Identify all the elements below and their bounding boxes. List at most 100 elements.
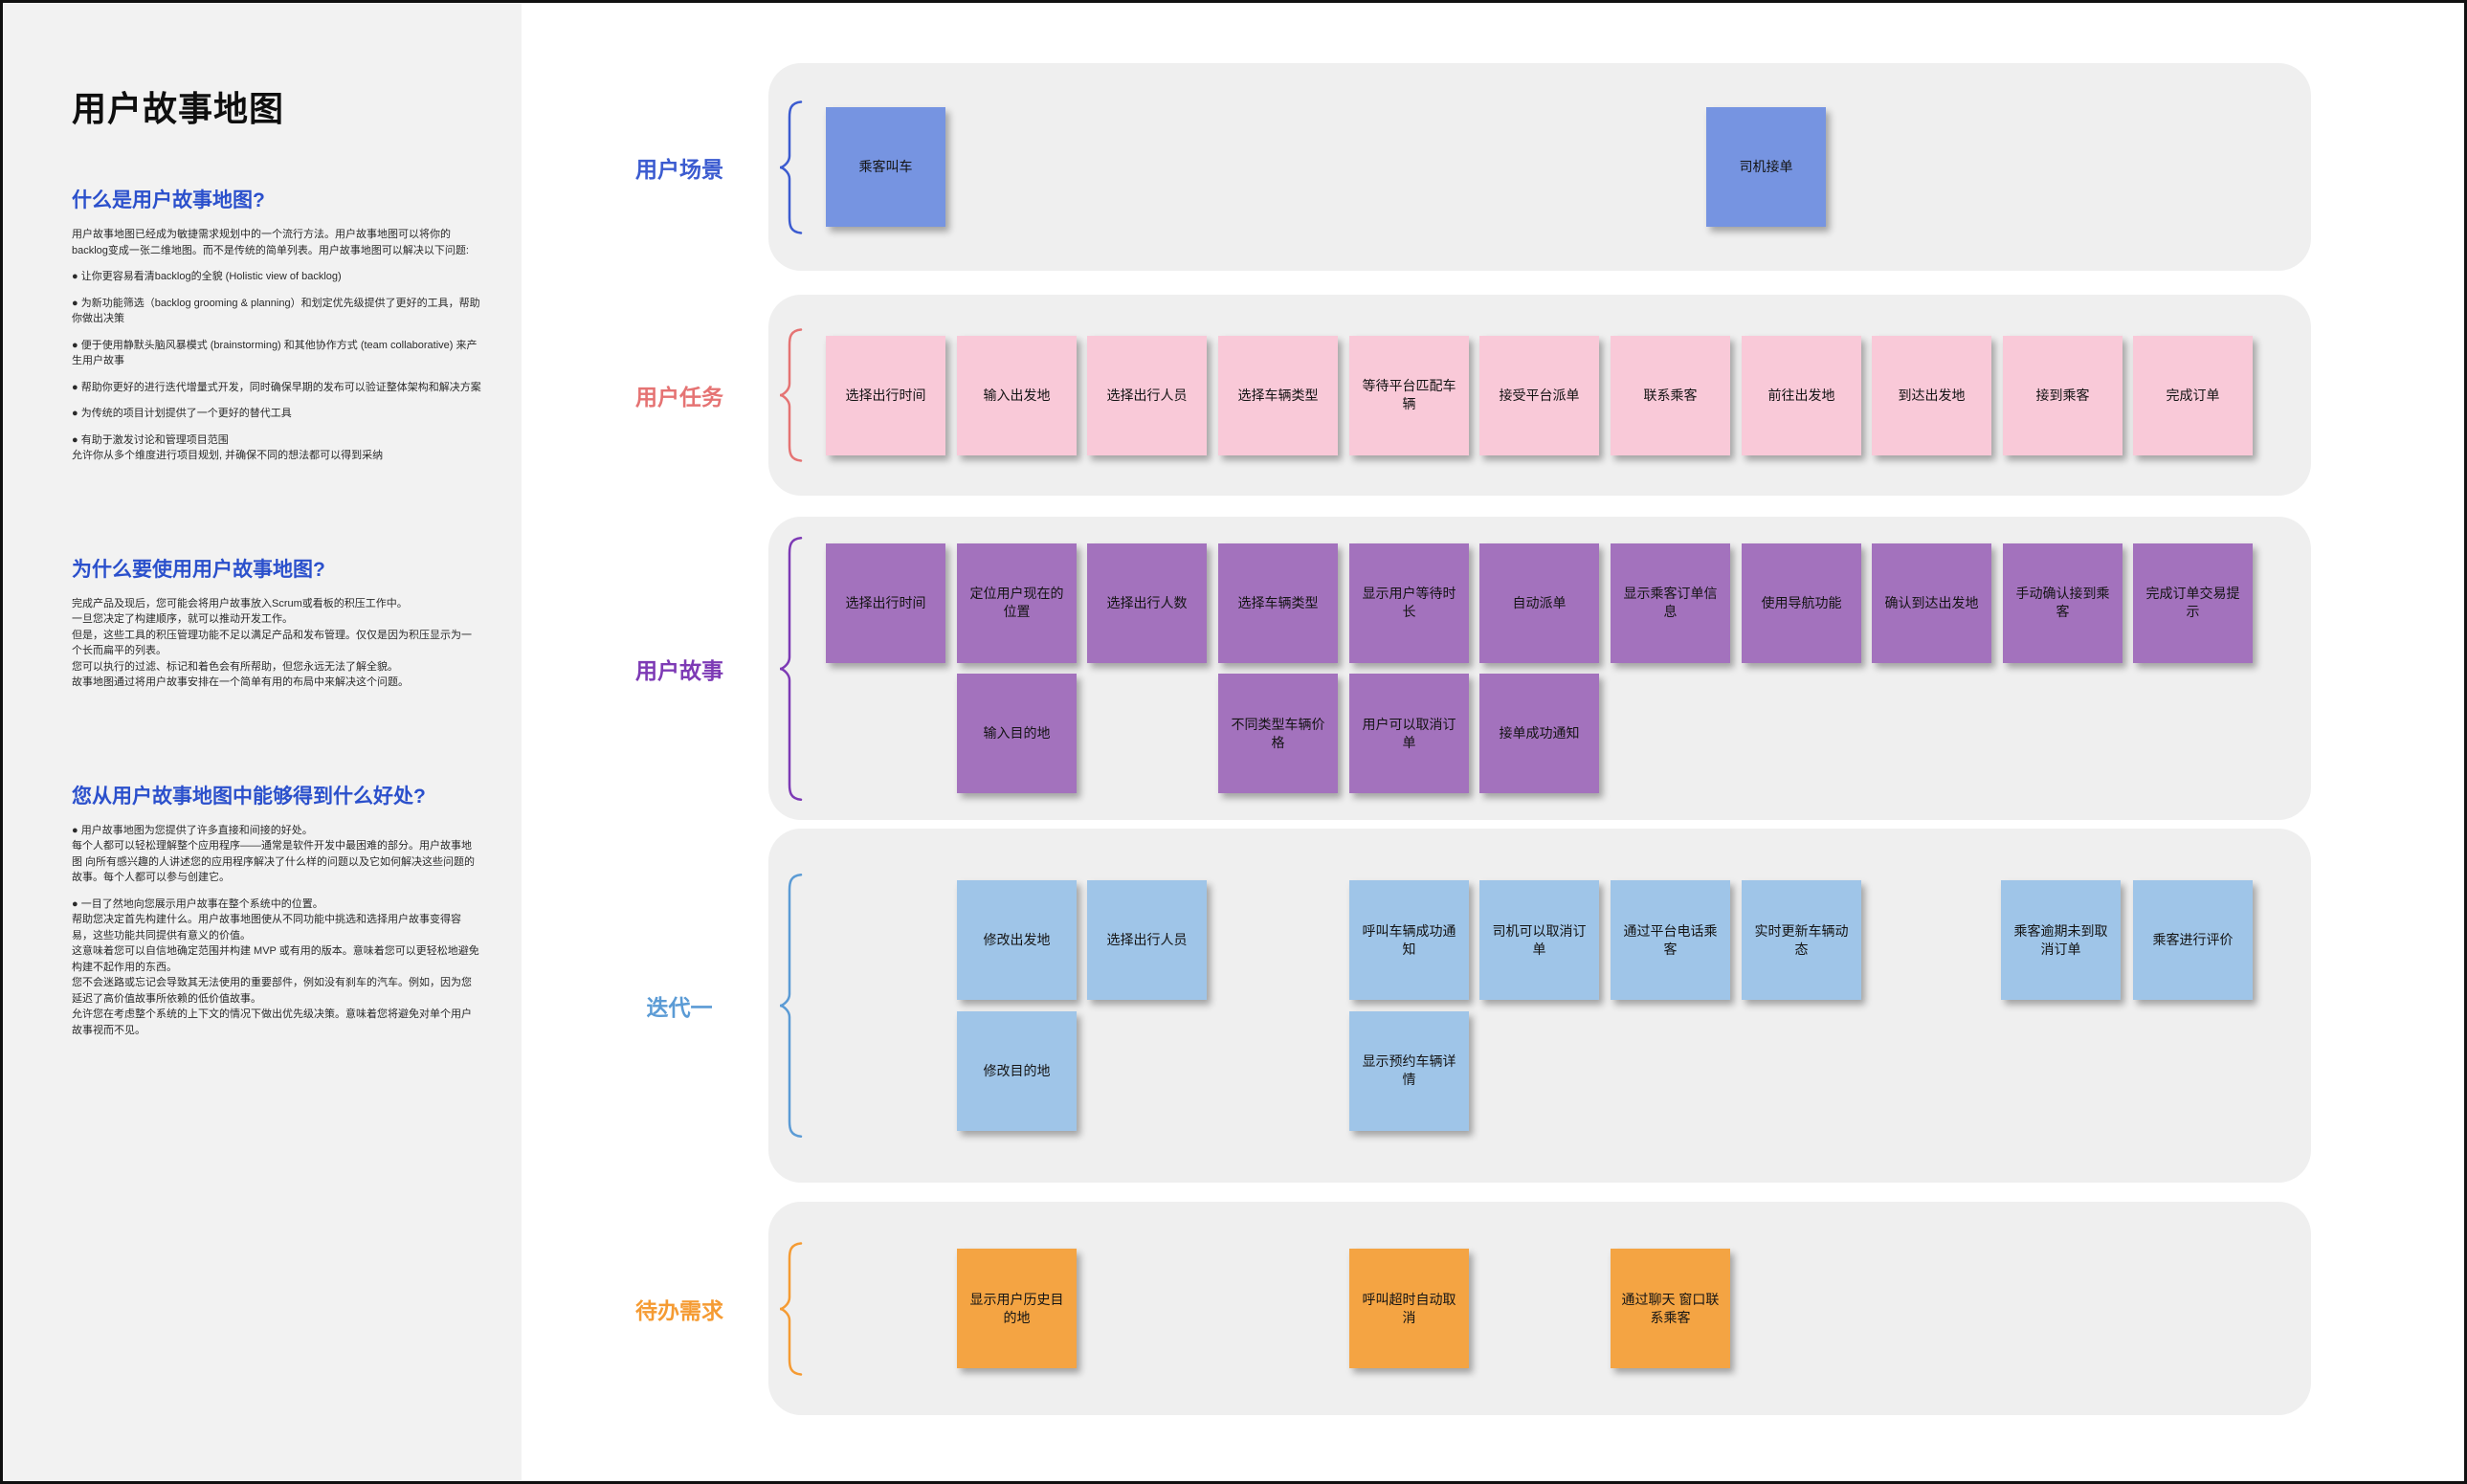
sticky-note-text: 到达出发地 [1898, 387, 1966, 403]
sticky-note[interactable]: 司机接单 [1706, 107, 1826, 227]
sticky-note-text: 选择出行人员 [1106, 387, 1188, 403]
curly-brace-tasks [779, 328, 803, 462]
sticky-note[interactable]: 选择车辆类型 [1218, 543, 1338, 663]
sticky-note[interactable]: 接到乘客 [2003, 335, 2123, 455]
sidebar-section: 为什么要使用用户故事地图? 完成产品及现后，您可能会将用户故事放入Scrum或看板… [72, 554, 481, 691]
sticky-note-text: 选择出行人员 [1106, 932, 1188, 948]
sticky-note[interactable]: 呼叫车辆成功通知 [1349, 880, 1469, 1001]
sticky-note[interactable]: 选择出行人数 [1087, 543, 1207, 663]
sticky-note[interactable]: 选择出行人员 [1087, 335, 1207, 455]
sticky-note[interactable]: 前往出发地 [1742, 335, 1861, 455]
sticky-note[interactable]: 乘客进行评价 [2133, 880, 2253, 1001]
sticky-note-text: 前往出发地 [1767, 387, 1835, 403]
sticky-note[interactable]: 自动派单 [1479, 543, 1599, 663]
row-label-scenes: 用户场景 [635, 156, 723, 182]
sticky-note-text: 显示乘客订单信息 [1623, 586, 1718, 620]
section-paragraph: ● 帮助你更好的进行迭代增量式开发，同时确保早期的发布可以验证整体架构和解决方案 [72, 381, 481, 393]
sticky-note[interactable]: 通过平台电话乘客 [1611, 880, 1730, 1001]
sticky-note[interactable]: 选择出行人员 [1087, 880, 1207, 1001]
sticky-note[interactable]: 显示乘客订单信息 [1611, 543, 1730, 663]
sticky-note-text: 完成订单交易提示 [2145, 586, 2240, 620]
section-heading: 什么是用户故事地图? [72, 189, 265, 211]
row-label-backlog: 待办需求 [635, 1297, 723, 1323]
sticky-note[interactable]: 乘客逾期未到取消订单 [2001, 880, 2121, 1001]
section-paragraph: 用户故事地图已经成为敏捷需求规划中的一个流行方法。用户故事地图可以将你的back… [72, 229, 469, 256]
sticky-note-text: 选择车辆类型 [1237, 594, 1319, 610]
section-heading: 您从用户故事地图中能够得到什么好处? [72, 785, 426, 808]
section-paragraph: ● 一目了然地向您展示用户故事在整个系统中的位置。 帮助您决定首先构建什么。用户… [72, 897, 479, 1036]
story-map-board: 用户场景乘客叫车司机接单用户任务选择出行时间输入出发地选择出行人员选择车辆类型等… [3, 3, 2464, 1481]
sticky-note-text: 接到乘客 [2035, 387, 2090, 403]
row-label-stories: 用户故事 [635, 657, 723, 683]
sticky-note-text: 不同类型车辆价格 [1231, 716, 1325, 750]
curly-brace-backlog [779, 1241, 803, 1376]
sticky-note[interactable]: 司机可以取消订单 [1479, 880, 1599, 1001]
sticky-note[interactable]: 显示用户历史目的地 [957, 1249, 1077, 1368]
sticky-note-text: 完成订单 [2166, 387, 2220, 403]
sticky-note-text: 乘客逾期未到取消订单 [2013, 922, 2108, 957]
sticky-note[interactable]: 修改目的地 [957, 1010, 1077, 1131]
sticky-note-text: 选择车辆类型 [1237, 387, 1319, 403]
sticky-note-text: 乘客进行评价 [2152, 932, 2234, 948]
sticky-note[interactable]: 选择出行时间 [826, 335, 945, 455]
sticky-note-text: 使用导航功能 [1761, 594, 1842, 610]
sidebar-section: 什么是用户故事地图? 用户故事地图已经成为敏捷需求规划中的一个流行方法。用户故事地… [72, 185, 481, 464]
row-label-iteration-1: 迭代一 [646, 995, 713, 1020]
sticky-note[interactable]: 到达出发地 [1872, 335, 1991, 455]
sticky-note-text: 选择出行人数 [1106, 594, 1188, 610]
sticky-note-text: 显示用户历史目的地 [969, 1291, 1064, 1325]
curly-brace-stories [779, 536, 803, 801]
sticky-note-text: 定位用户现在的位置 [969, 586, 1064, 620]
sticky-note[interactable]: 完成订单 [2133, 335, 2253, 455]
sticky-note[interactable]: 联系乘客 [1611, 335, 1730, 455]
sticky-note-text: 接受平台派单 [1499, 387, 1580, 403]
sticky-note[interactable]: 输入出发地 [957, 335, 1077, 455]
curly-brace-scenes [779, 100, 803, 234]
sticky-note-text: 手动确认接到乘客 [2015, 586, 2110, 620]
sticky-note[interactable]: 选择出行时间 [826, 543, 945, 663]
sticky-note[interactable]: 完成订单交易提示 [2133, 543, 2253, 663]
sticky-note-text: 等待平台匹配车辆 [1362, 378, 1456, 411]
section-paragraph: 完成产品及现后，您可能会将用户故事放入Scrum或看板的积压工作中。 一旦您决定… [72, 597, 472, 689]
sticky-note-text: 选择出行时间 [845, 387, 926, 403]
sticky-note[interactable]: 乘客叫车 [826, 107, 945, 227]
sticky-note[interactable]: 手动确认接到乘客 [2003, 543, 2123, 663]
row-label-tasks: 用户任务 [635, 385, 723, 410]
sticky-note[interactable]: 实时更新车辆动态 [1742, 880, 1861, 1001]
sticky-note[interactable]: 等待平台匹配车辆 [1349, 335, 1469, 455]
sticky-note-text: 显示预约车辆详情 [1362, 1053, 1456, 1088]
sticky-note-text: 显示用户等待时长 [1362, 586, 1456, 620]
sidebar-section: 您从用户故事地图中能够得到什么好处? ● 用户故事地图为您提供了许多直接和间接的好… [72, 781, 481, 1039]
sticky-note[interactable]: 接受平台派单 [1479, 335, 1599, 455]
sticky-note-text: 用户可以取消订单 [1362, 716, 1456, 750]
sticky-note[interactable]: 用户可以取消订单 [1349, 674, 1469, 794]
sticky-note-text: 实时更新车辆动态 [1754, 922, 1849, 957]
section-paragraph: ● 让你更容易看清backlog的全貌 (Holistic view of ba… [72, 271, 342, 282]
sticky-note-text: 乘客叫车 [858, 159, 913, 174]
page-title: 用户故事地图 [72, 89, 285, 128]
sticky-note[interactable]: 通过聊天 窗口联系乘客 [1611, 1249, 1730, 1368]
sticky-note-text: 输入出发地 [983, 387, 1051, 403]
section-paragraph: ● 便于使用静默头脑风暴模式 (brainstorming) 和其他协作方式 (… [72, 339, 478, 367]
section-paragraph: ● 用户故事地图为您提供了许多直接和间接的好处。 每个人都可以轻松理解整个应用程… [72, 824, 476, 884]
sticky-note[interactable]: 选择车辆类型 [1218, 335, 1338, 455]
sticky-note[interactable]: 定位用户现在的位置 [957, 543, 1077, 663]
sticky-note[interactable]: 呼叫超时自动取消 [1349, 1249, 1469, 1368]
sticky-note[interactable]: 不同类型车辆价格 [1218, 674, 1338, 794]
sticky-note[interactable]: 接单成功通知 [1479, 674, 1599, 794]
section-heading: 为什么要使用用户故事地图? [72, 558, 325, 581]
sticky-note[interactable]: 修改出发地 [957, 880, 1077, 1001]
sticky-note[interactable]: 显示预约车辆详情 [1349, 1010, 1469, 1131]
sticky-note[interactable]: 确认到达出发地 [1872, 543, 1991, 663]
sticky-note-text: 呼叫车辆成功通知 [1362, 922, 1456, 957]
sticky-note[interactable]: 显示用户等待时长 [1349, 543, 1469, 663]
sticky-note-text: 司机可以取消订单 [1492, 922, 1587, 957]
sticky-note-text: 接单成功通知 [1499, 725, 1580, 742]
sticky-note-text: 通过聊天 窗口联系乘客 [1621, 1291, 1720, 1325]
sticky-note-text: 输入目的地 [983, 725, 1051, 742]
sticky-note-text: 选择出行时间 [845, 594, 926, 610]
sidebar: 用户故事地图 什么是用户故事地图? 用户故事地图已经成为敏捷需求规划中的一个流行方… [3, 3, 522, 1481]
sticky-note[interactable]: 输入目的地 [957, 674, 1077, 794]
sticky-note[interactable]: 使用导航功能 [1742, 543, 1861, 663]
